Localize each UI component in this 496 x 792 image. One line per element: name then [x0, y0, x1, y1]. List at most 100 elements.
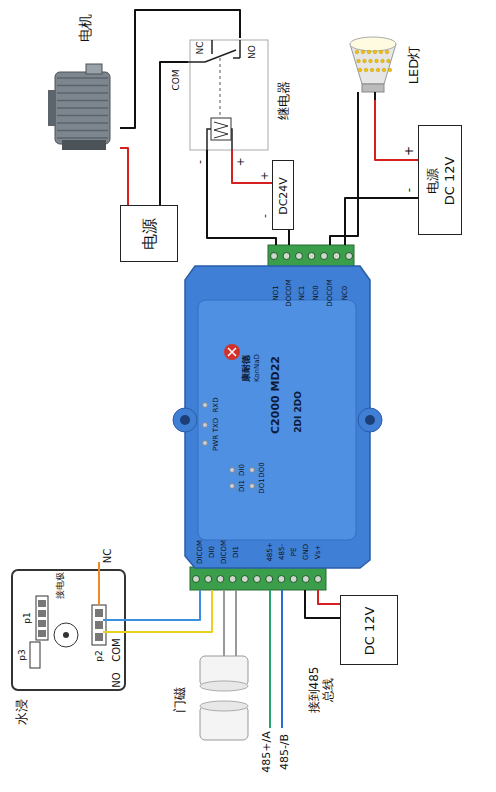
module-housing: [203, 423, 208, 428]
led-chips: [367, 50, 371, 54]
pin-label: DI0: [208, 546, 216, 558]
led-lamp-drawing: [350, 37, 396, 100]
node-text: 水浸: [15, 699, 30, 725]
door-sensor-drawing: [223, 645, 225, 656]
module-housing: [365, 415, 375, 425]
pin-label: 485-/B: [279, 734, 292, 770]
motor-fins: [57, 85, 108, 87]
door-sensor-drawing: [200, 681, 248, 691]
water-sensor-drawing: [92, 605, 106, 645]
terminal-screws: [290, 576, 297, 583]
motor-drawing: [48, 90, 56, 126]
door-sensor-drawing: [235, 645, 237, 656]
node-text: DC 12V: [363, 607, 378, 656]
wire: [130, 590, 212, 632]
water-sensor-drawing: [30, 642, 40, 668]
node-text: C2000 MD22: [270, 356, 283, 434]
door-sensor: 门磁: [165, 645, 255, 750]
led-lamp-drawing: [374, 92, 376, 100]
relay-drawing: [188, 40, 268, 150]
led-chips: [375, 59, 379, 63]
terminal-screws: [217, 576, 224, 583]
terminal-screws: [271, 253, 278, 260]
led-chips: [387, 59, 391, 63]
led-chips: [369, 59, 373, 63]
terminal-screws: [193, 576, 200, 583]
node-text: 电源: [141, 218, 159, 250]
pin-label: PE: [290, 548, 298, 557]
terminal-screws: [308, 253, 315, 260]
node-text: 2DI 2DO: [293, 391, 303, 433]
pin-label: DICOM: [220, 540, 228, 564]
module-housing: [190, 567, 326, 590]
water-sensor-drawing: [103, 619, 130, 621]
pin-label: -: [403, 188, 417, 192]
wire: [120, 10, 240, 128]
led-lamp-drawing: [350, 37, 396, 51]
module-housing: [250, 484, 255, 489]
led-chips: [357, 59, 361, 63]
wire: [130, 590, 200, 620]
motor-fins: [57, 100, 108, 102]
node-text: 电源: [426, 168, 441, 194]
pin-label: DI1: [238, 480, 246, 492]
led-chips: [382, 68, 386, 72]
pin-label: RXD: [212, 397, 220, 412]
pin-label: DI0: [238, 464, 246, 476]
dc12v-supply-box: DC 12V: [340, 595, 398, 665]
door-sensor-drawing: [200, 701, 248, 711]
node-text: 继电器: [277, 81, 292, 120]
water-sensor-drawing: [12, 570, 125, 690]
module-housing: [203, 441, 208, 446]
water-sensor-drawing: [38, 620, 46, 627]
water-sensor-drawing: [63, 632, 69, 638]
motor: 电机: [48, 10, 120, 155]
wire: [207, 150, 276, 245]
terminal-screws: [296, 253, 303, 260]
motor-drawing: [62, 140, 106, 150]
pin-label: NC: [195, 41, 205, 54]
led-chips: [385, 50, 389, 54]
water-sensor-drawing: [95, 609, 103, 617]
led-chips: [376, 68, 380, 72]
relay-drawing: [188, 61, 205, 63]
pin-label: NC1: [298, 286, 306, 301]
pin-label: -: [194, 160, 207, 164]
relay-drawing: [220, 58, 221, 118]
pin-label: DO1: [258, 478, 266, 493]
motor-fins: [57, 137, 108, 139]
water-sensor-drawing: [95, 621, 103, 629]
water-sensor-drawing: [38, 600, 46, 607]
water-sensor-drawing: [12, 562, 130, 690]
led-chips: [379, 50, 383, 54]
water-sensor-drawing: [38, 630, 46, 637]
led-chips: [355, 50, 392, 72]
wire: [235, 590, 237, 645]
pin-label: 485+: [266, 542, 274, 561]
dc24v-supply-box: DC24V: [272, 160, 294, 230]
motor-drawing: [48, 64, 110, 150]
pin-label: DO0: [258, 462, 266, 477]
rs485-wires: [281, 590, 283, 728]
rs485-wires: [269, 590, 271, 728]
pin-label: 接电极: [55, 572, 65, 599]
motor-drawing: [86, 64, 102, 74]
relay-drawing: [239, 40, 241, 58]
pin-label: DOCOM: [285, 279, 293, 306]
node-text: DC24V: [278, 177, 291, 215]
node-text: LED灯: [407, 46, 422, 84]
pin-label: Vs+: [314, 545, 322, 559]
led-chips: [388, 68, 392, 72]
module-housing: [185, 266, 370, 568]
terminal-screws: [346, 253, 353, 260]
led-lamp-drawing: [357, 92, 359, 100]
node-text: 电机: [77, 14, 93, 42]
wire: [232, 150, 272, 183]
relay-drawing: [211, 118, 231, 140]
rs485-wires: [270, 590, 282, 728]
module-housing: [203, 403, 255, 489]
pin-label: GND: [302, 544, 310, 560]
relay: 继电器: [188, 38, 298, 150]
